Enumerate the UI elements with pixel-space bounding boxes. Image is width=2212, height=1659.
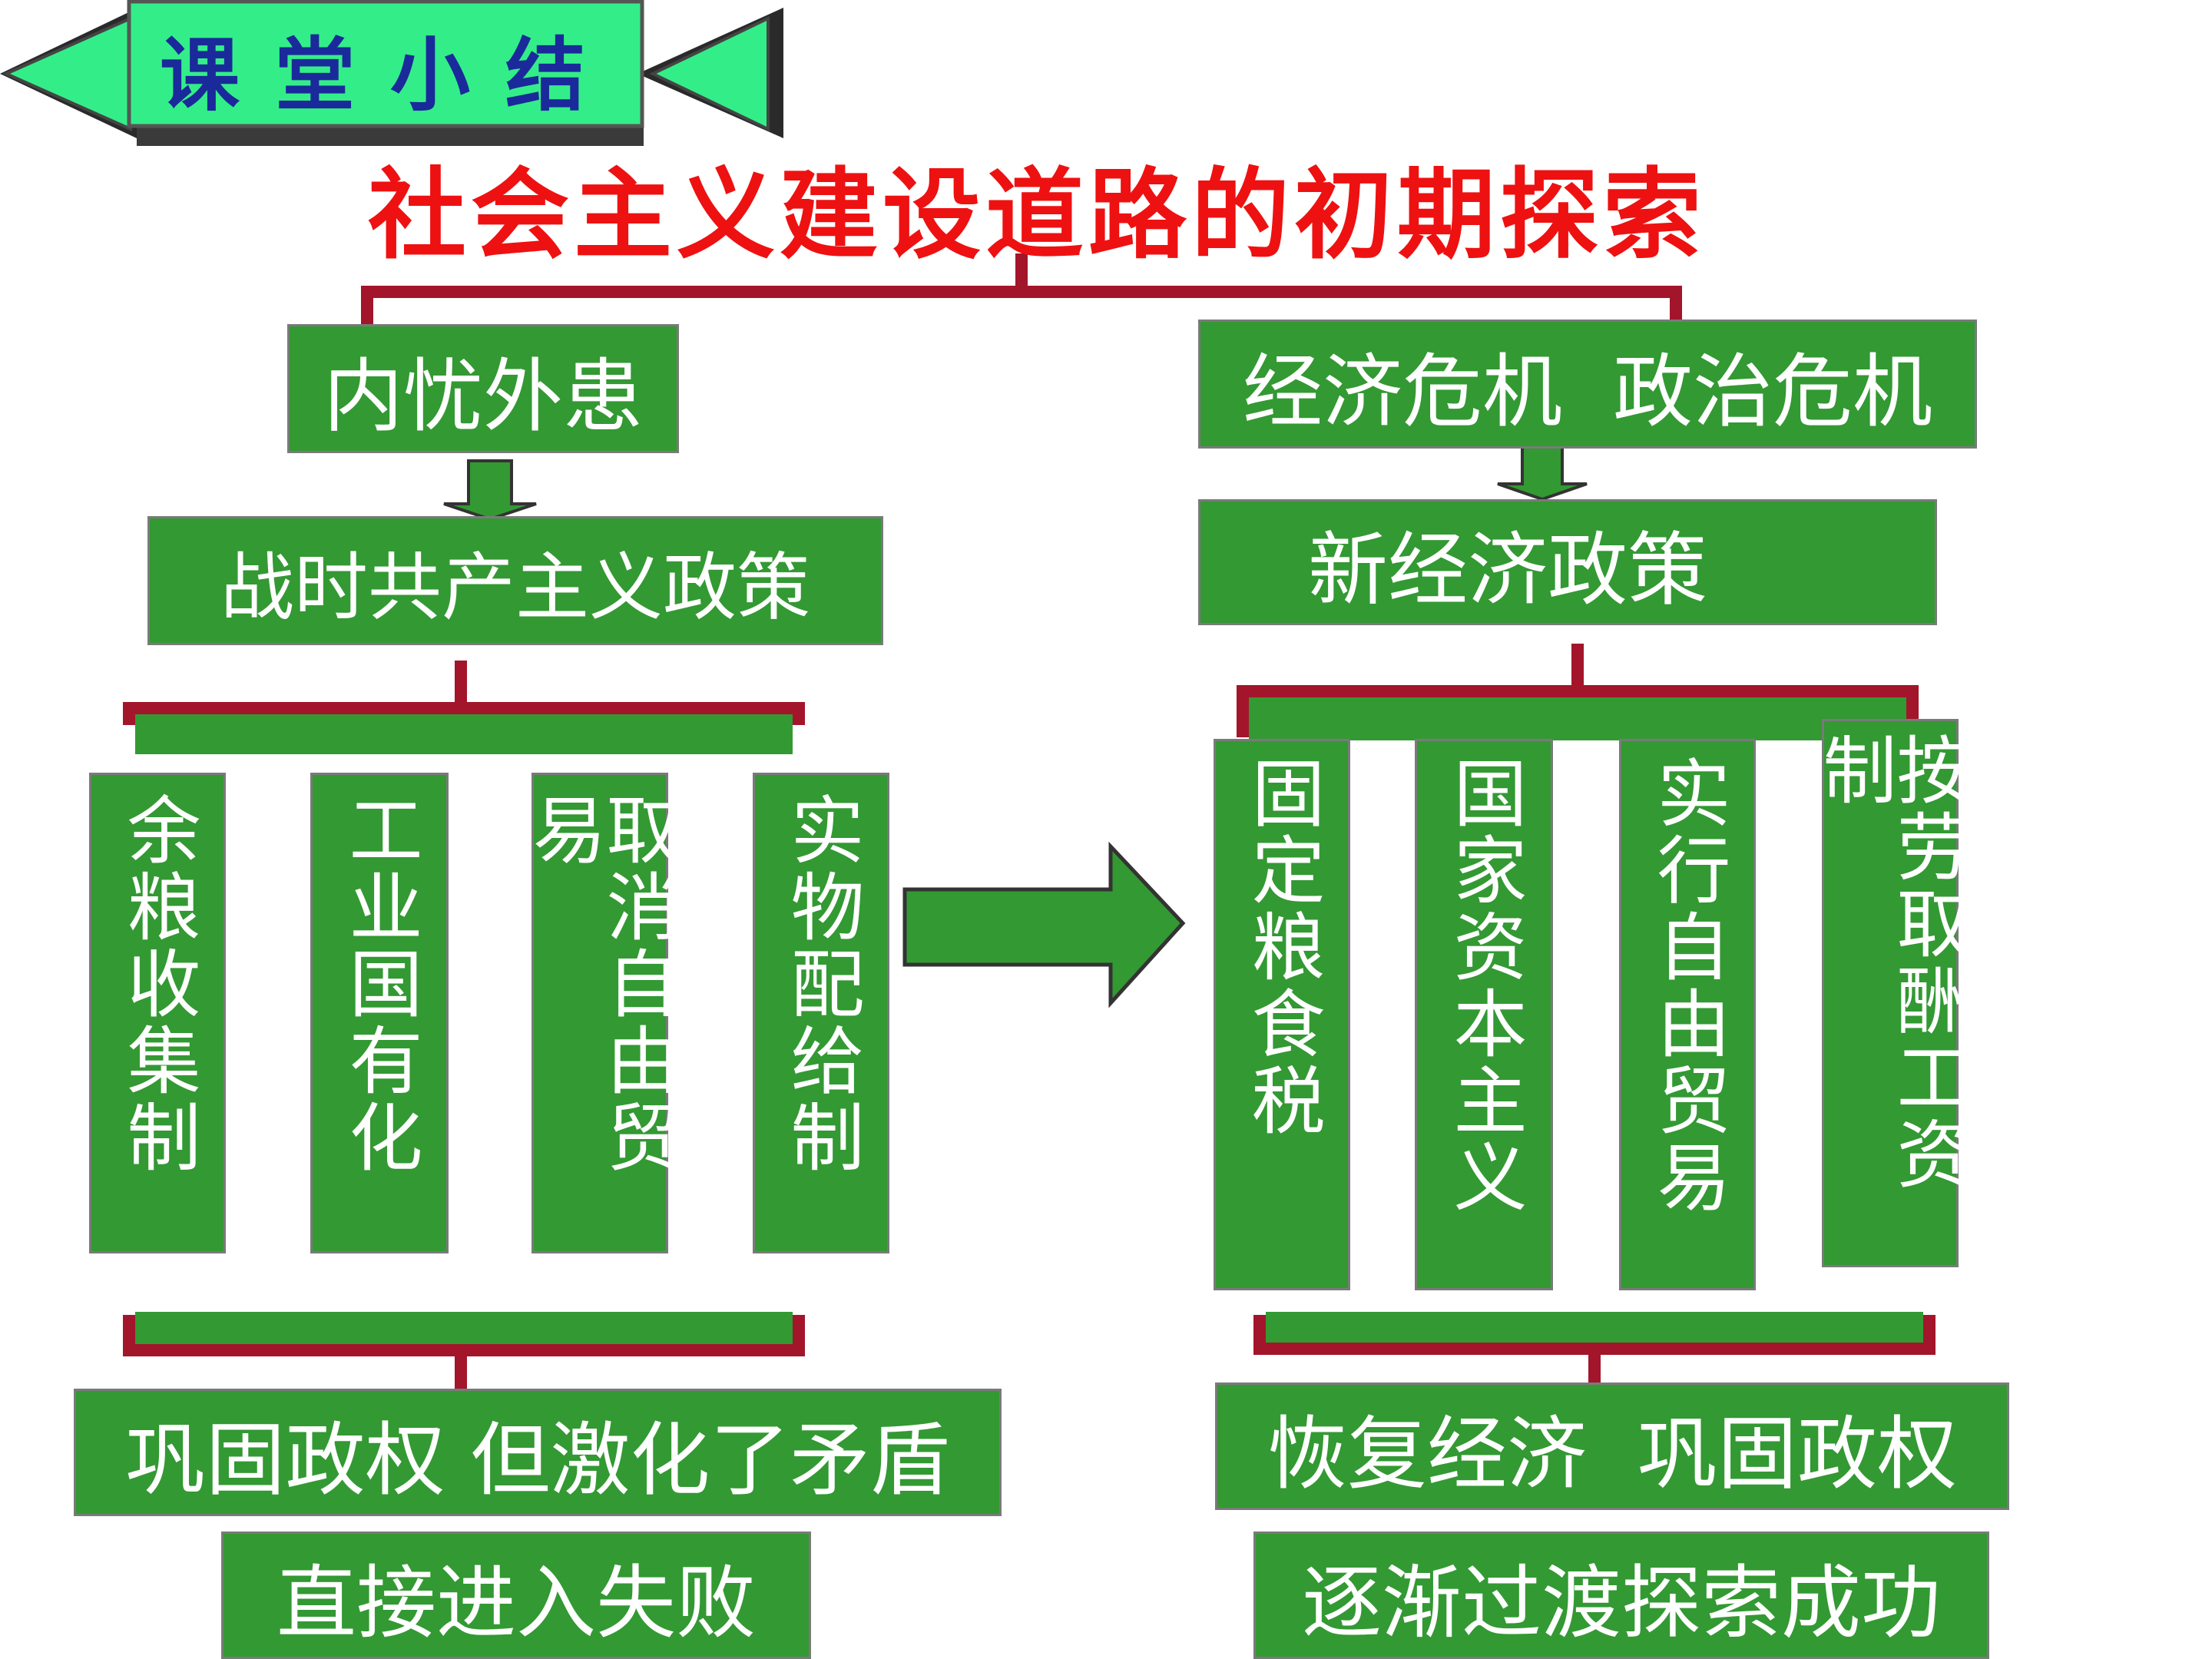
right-measure-3-label: 实行自由贸易 [1644, 755, 1730, 1216]
left-policy-box: 战时共产主义政策 [147, 516, 883, 645]
left-measure-2-label: 工业国有化 [336, 792, 422, 1176]
big-right-arrow [902, 841, 1186, 1008]
right-effect-box: 恢复经济 巩固政权 [1215, 1382, 2009, 1510]
right-measure-4: 按劳取酬工资制 [1810, 719, 1970, 1267]
left-measure-1-label: 余粮收集制 [114, 792, 200, 1176]
right-result-box: 逐渐过渡探索成功 [1253, 1532, 1989, 1659]
top-bracket [361, 253, 1682, 324]
right-measure-1: 固定粮食税 [1214, 739, 1350, 1290]
section-banner: 课堂小结 [159, 27, 621, 122]
left-down-arrow [443, 459, 537, 522]
right-measure-2-label: 国家资本主义 [1441, 755, 1527, 1216]
banner-ribbon [0, 0, 783, 146]
left-measure-3-label: 取消自由贸易 [520, 792, 680, 1176]
right-down-arrow [1497, 442, 1588, 502]
right-bottom-bracket-fill [1266, 1312, 1923, 1343]
left-measure-3: 取消自由贸易 [520, 773, 680, 1253]
left-top-bracket-fill [135, 714, 793, 754]
right-measure-1-label: 固定粮食税 [1239, 755, 1325, 1139]
main-title: 社会主义建设道路的初期探索 [367, 157, 1706, 273]
left-measure-1: 余粮收集制 [89, 773, 226, 1253]
right-cause-box: 经济危机 政治危机 [1198, 320, 1977, 449]
left-top-bracket [123, 661, 805, 725]
left-bottom-bracket [123, 1315, 805, 1389]
right-top-bracket-fill [1249, 697, 1906, 740]
left-result-box: 直接进入失败 [221, 1532, 811, 1659]
left-measure-4-label: 实物配给制 [778, 792, 864, 1176]
left-measure-2: 工业国有化 [310, 773, 449, 1253]
right-measure-3: 实行自由贸易 [1619, 739, 1756, 1290]
right-top-bracket [1237, 644, 1919, 737]
right-bottom-bracket [1253, 1315, 1936, 1387]
right-measure-4-label: 按劳取酬工资制 [1810, 732, 1970, 1193]
left-measure-4: 实物配给制 [753, 773, 889, 1253]
right-measure-2: 国家资本主义 [1415, 739, 1553, 1290]
right-policy-box: 新经济政策 [1198, 499, 1937, 625]
left-bottom-bracket-fill [135, 1312, 793, 1344]
left-cause-box: 内忧外患 [287, 324, 679, 453]
left-effect-box: 巩固政权 但激化了矛盾 [74, 1389, 1002, 1516]
